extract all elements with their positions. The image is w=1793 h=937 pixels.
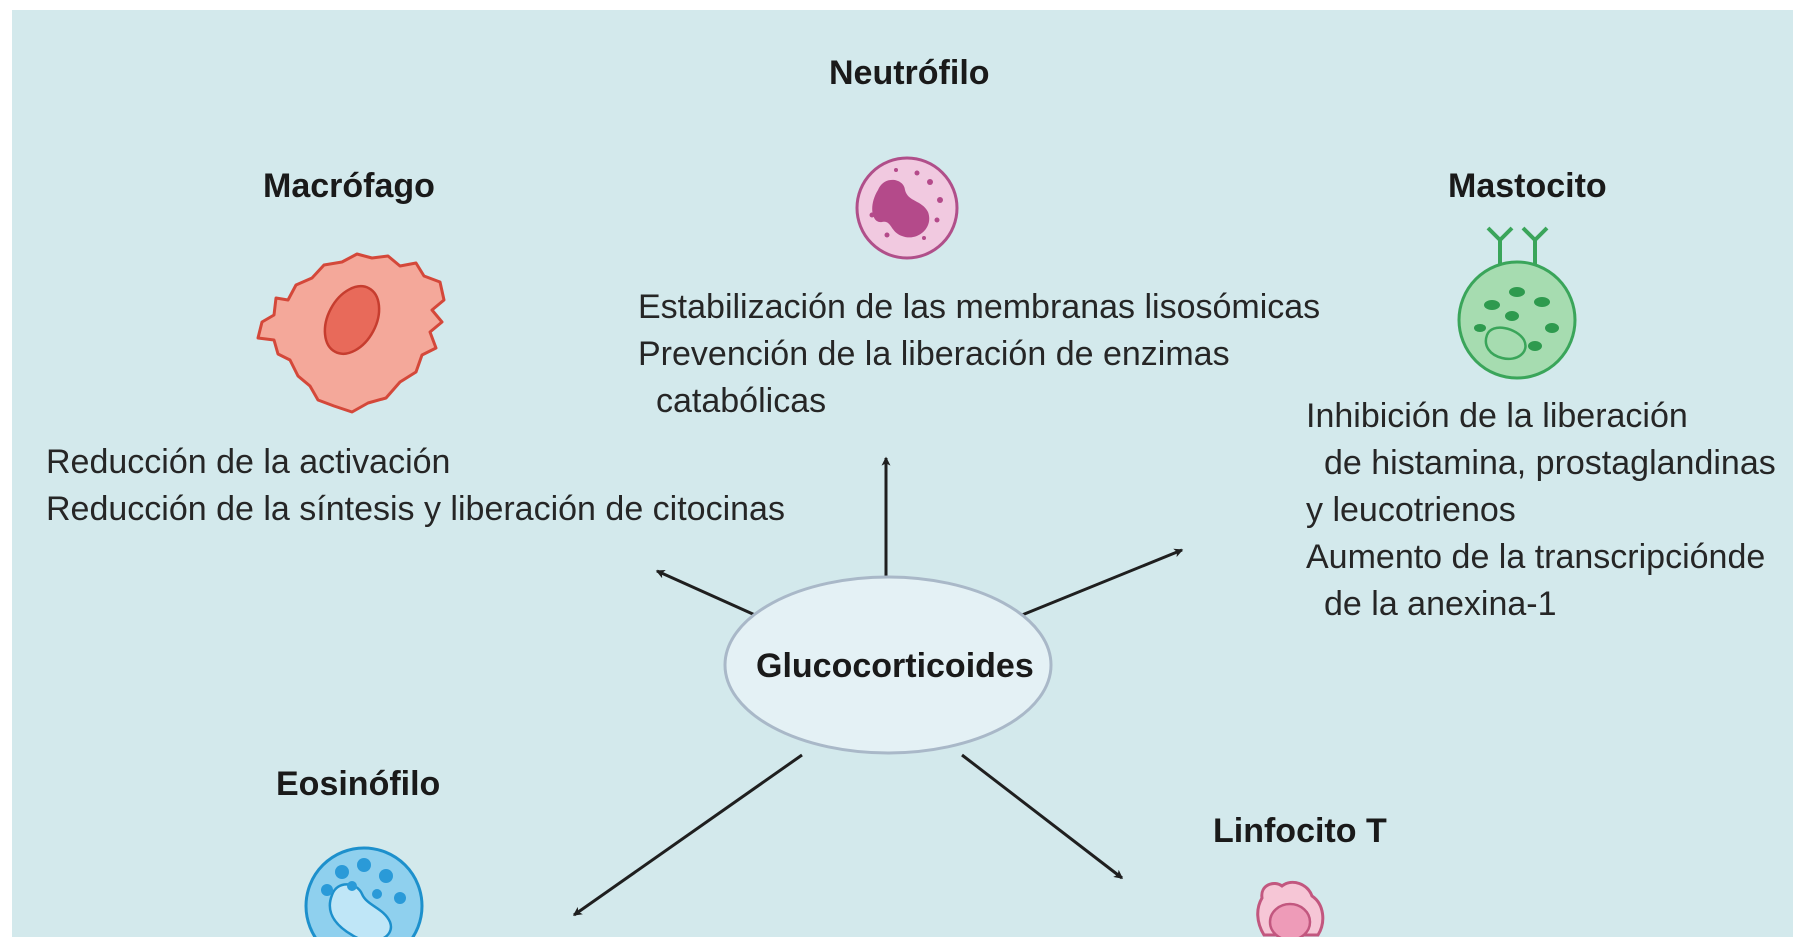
mastocito-icon	[1457, 226, 1577, 380]
mastocito-effects: Inhibición de la liberación de histamina…	[1306, 393, 1776, 628]
eosinofilo-icon	[304, 846, 424, 937]
mastocito-effect-4: Aumento de la transcripciónde	[1306, 538, 1766, 576]
mastocito-title: Mastocito	[1448, 167, 1607, 205]
mastocito-effect-1: Inhibición de la liberación	[1306, 397, 1688, 435]
neutrofilo-effect-2: Prevención de la liberación de enzimas	[638, 335, 1230, 373]
neutrofilo-effect-3: catabólicas	[656, 382, 827, 420]
center-label: Glucocorticoides	[756, 647, 1034, 685]
neutrofilo-effect-1: Estabilización de las membranas lisosómi…	[638, 288, 1321, 326]
linfocito-icon	[1256, 880, 1325, 937]
neutrofilo-effects: Estabilización de las membranas lisosómi…	[638, 284, 1320, 425]
macrofago-title: Macrófago	[263, 167, 435, 205]
mastocito-effect-3: y leucotrienos	[1306, 491, 1516, 529]
macrofago-effects: Reducción de la activación Reducción de …	[46, 439, 785, 533]
neutrofilo-title: Neutrófilo	[829, 54, 990, 92]
mastocito-effect-5: de la anexina-1	[1324, 585, 1557, 623]
mastocito-effect-2: de histamina, prostaglandinas	[1324, 444, 1776, 482]
macrofago-effect-2: Reducción de la síntesis y liberación de…	[46, 490, 785, 528]
eosinofilo-title: Eosinófilo	[276, 765, 441, 803]
arrow-to-mastocito	[1021, 548, 1184, 617]
arrow-to-linfocito	[961, 753, 1124, 880]
macrofago-effect-1: Reducción de la activación	[46, 443, 451, 481]
macrofago-icon	[256, 252, 446, 414]
linfocito-title: Linfocito T	[1213, 812, 1387, 850]
diagram-panel: Neutrófilo Macrófago Mastocito Eosinófil…	[12, 10, 1793, 937]
center-ellipse	[723, 575, 1053, 755]
neutrofilo-icon	[855, 156, 959, 260]
diagram-canvas	[256, 156, 1577, 937]
arrow-to-eosinofilo	[572, 753, 803, 917]
arrow-to-macrofago	[655, 569, 756, 617]
